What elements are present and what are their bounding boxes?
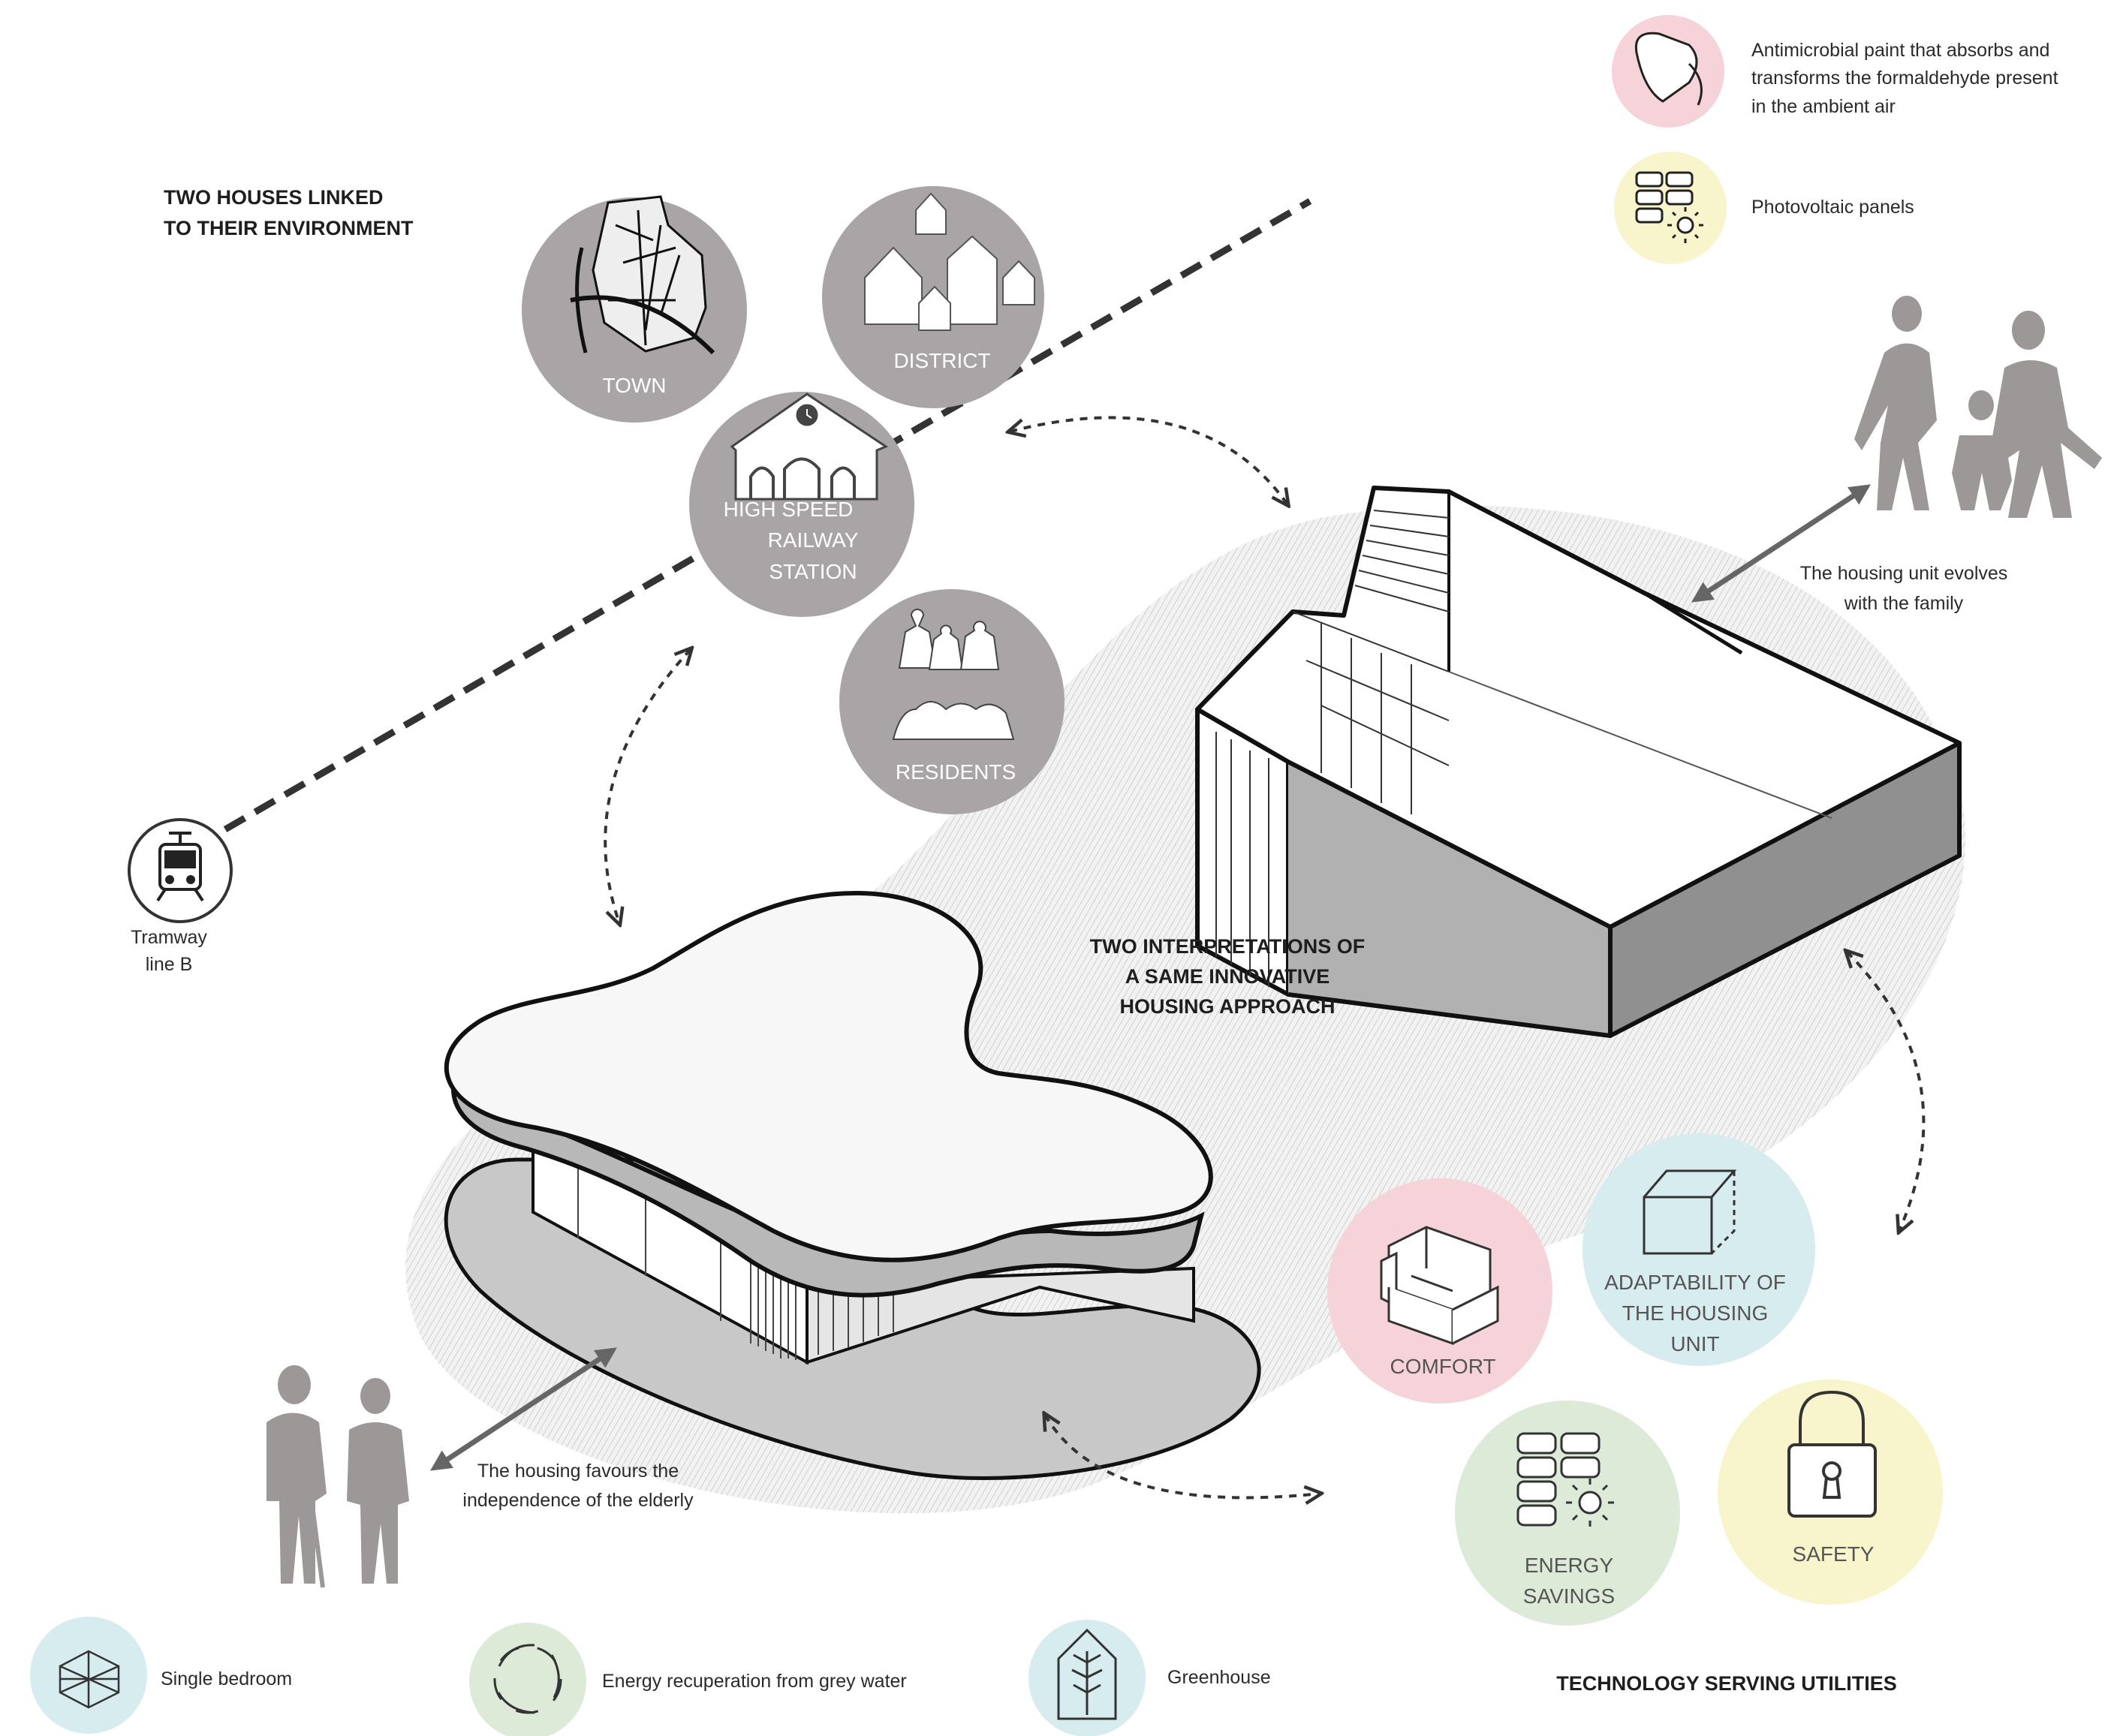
svg-text:ADAPTABILITY OF: ADAPTABILITY OF bbox=[1604, 1271, 1786, 1294]
svg-text:UNIT: UNIT bbox=[1670, 1332, 1719, 1355]
svg-text:transforms the formaldehyde pr: transforms the formaldehyde present bbox=[1751, 68, 2058, 89]
cube-icon bbox=[1643, 1169, 1737, 1255]
svg-text:Single bedroom: Single bedroom bbox=[161, 1668, 292, 1689]
residents-icon bbox=[892, 609, 1015, 740]
svg-text:in the ambient air: in the ambient air bbox=[1751, 96, 1896, 117]
sofa-icon bbox=[1380, 1226, 1499, 1346]
town-map-icon bbox=[570, 195, 715, 355]
safety-circle: SAFETY bbox=[1718, 1379, 1943, 1605]
left-house bbox=[444, 890, 1261, 1480]
town-circle: TOWN bbox=[522, 195, 747, 423]
elderly-silhouette bbox=[267, 1365, 409, 1588]
legend-photovoltaic: Photovoltaic panels bbox=[1614, 152, 1914, 264]
station-building-icon bbox=[730, 393, 889, 501]
svg-text:Antimicrobial paint that absor: Antimicrobial paint that absorbs and bbox=[1751, 40, 2049, 61]
svg-text:COMFORT: COMFORT bbox=[1390, 1355, 1495, 1378]
dashed-arrows bbox=[604, 416, 1926, 1497]
svg-text:SAVINGS: SAVINGS bbox=[1523, 1584, 1615, 1608]
legend-single-bedroom: Single bedroom bbox=[30, 1617, 292, 1734]
svg-text:TOWN: TOWN bbox=[602, 374, 666, 397]
family-arrow bbox=[1691, 484, 1872, 603]
legend-grey-water: Energy recuperation from grey water bbox=[469, 1623, 907, 1736]
elderly-arrow bbox=[429, 1347, 618, 1471]
svg-text:The housing unit evolves: The housing unit evolves bbox=[1800, 563, 2008, 584]
svg-text:ENERGY: ENERGY bbox=[1525, 1554, 1614, 1577]
energy-savings-circle: ENERGY SAVINGS bbox=[1455, 1401, 1680, 1626]
recycle-icon bbox=[493, 1644, 562, 1714]
bedroom-cube-icon bbox=[59, 1650, 120, 1709]
svg-text:line B: line B bbox=[146, 954, 193, 975]
paint-pot-icon bbox=[1634, 32, 1703, 106]
legend-greenhouse: Greenhouse bbox=[1028, 1620, 1271, 1736]
comfort-circle: COMFORT bbox=[1327, 1178, 1552, 1404]
svg-text:RAILWAY: RAILWAY bbox=[768, 528, 859, 552]
technology-heading: TECHNOLOGY SERVING UTILITIES bbox=[1556, 1672, 1897, 1695]
svg-text:TWO HOUSES LINKED: TWO HOUSES LINKED bbox=[164, 186, 384, 209]
station-circle: HIGH SPEED RAILWAY STATION bbox=[689, 392, 914, 617]
tramway-stop: Tramway line B bbox=[128, 818, 233, 975]
svg-text:HOUSING APPROACH: HOUSING APPROACH bbox=[1119, 995, 1335, 1018]
svg-text:Tramway: Tramway bbox=[131, 927, 207, 948]
svg-text:The housing favours the: The housing favours the bbox=[477, 1461, 679, 1482]
houses-icon bbox=[864, 192, 1035, 331]
solar-panel-icon bbox=[1516, 1432, 1614, 1527]
svg-text:TWO INTERPRETATIONS OF: TWO INTERPRETATIONS OF bbox=[1090, 935, 1365, 958]
solar-panel-icon bbox=[1635, 171, 1703, 243]
district-circle: DISTRICT bbox=[822, 186, 1044, 408]
padlock-icon bbox=[1787, 1390, 1877, 1518]
svg-text:HIGH SPEED: HIGH SPEED bbox=[724, 498, 854, 521]
environment-heading: TWO HOUSES LINKED TO THEIR ENVIRONMENT bbox=[164, 186, 414, 239]
svg-text:A SAME INNOVATIVE: A SAME INNOVATIVE bbox=[1125, 965, 1330, 988]
svg-text:Photovoltaic panels: Photovoltaic panels bbox=[1751, 197, 1914, 218]
left-house-roof bbox=[444, 890, 1213, 1262]
svg-text:RESIDENTS: RESIDENTS bbox=[896, 760, 1016, 784]
svg-text:DISTRICT: DISTRICT bbox=[893, 349, 990, 372]
svg-text:Energy recuperation from grey: Energy recuperation from grey water bbox=[602, 1671, 907, 1692]
adaptability-circle: ADAPTABILITY OF THE HOUSING UNIT bbox=[1582, 1133, 1815, 1366]
svg-text:with the family: with the family bbox=[1844, 593, 1964, 614]
svg-text:Greenhouse: Greenhouse bbox=[1167, 1667, 1271, 1688]
svg-text:STATION: STATION bbox=[769, 560, 857, 583]
family-caption: The housing unit evolves with the family bbox=[1800, 563, 2008, 614]
family-silhouette bbox=[1854, 296, 2102, 518]
legend-paint: Antimicrobial paint that absorbs and tra… bbox=[1612, 15, 2058, 128]
residents-circle: RESIDENTS bbox=[839, 589, 1065, 814]
greenhouse-leaf-icon bbox=[1057, 1628, 1117, 1720]
svg-text:THE HOUSING: THE HOUSING bbox=[1622, 1301, 1768, 1325]
right-house bbox=[1195, 486, 1962, 1038]
svg-text:independence of the elderly: independence of the elderly bbox=[462, 1490, 694, 1511]
tram-icon bbox=[156, 832, 204, 902]
elderly-caption: The housing favours the independence of … bbox=[462, 1461, 694, 1511]
svg-text:SAFETY: SAFETY bbox=[1793, 1542, 1875, 1566]
interpretations-heading: TWO INTERPRETATIONS OF A SAME INNOVATIVE… bbox=[1090, 935, 1365, 1018]
svg-text:TO THEIR ENVIRONMENT: TO THEIR ENVIRONMENT bbox=[164, 217, 414, 239]
